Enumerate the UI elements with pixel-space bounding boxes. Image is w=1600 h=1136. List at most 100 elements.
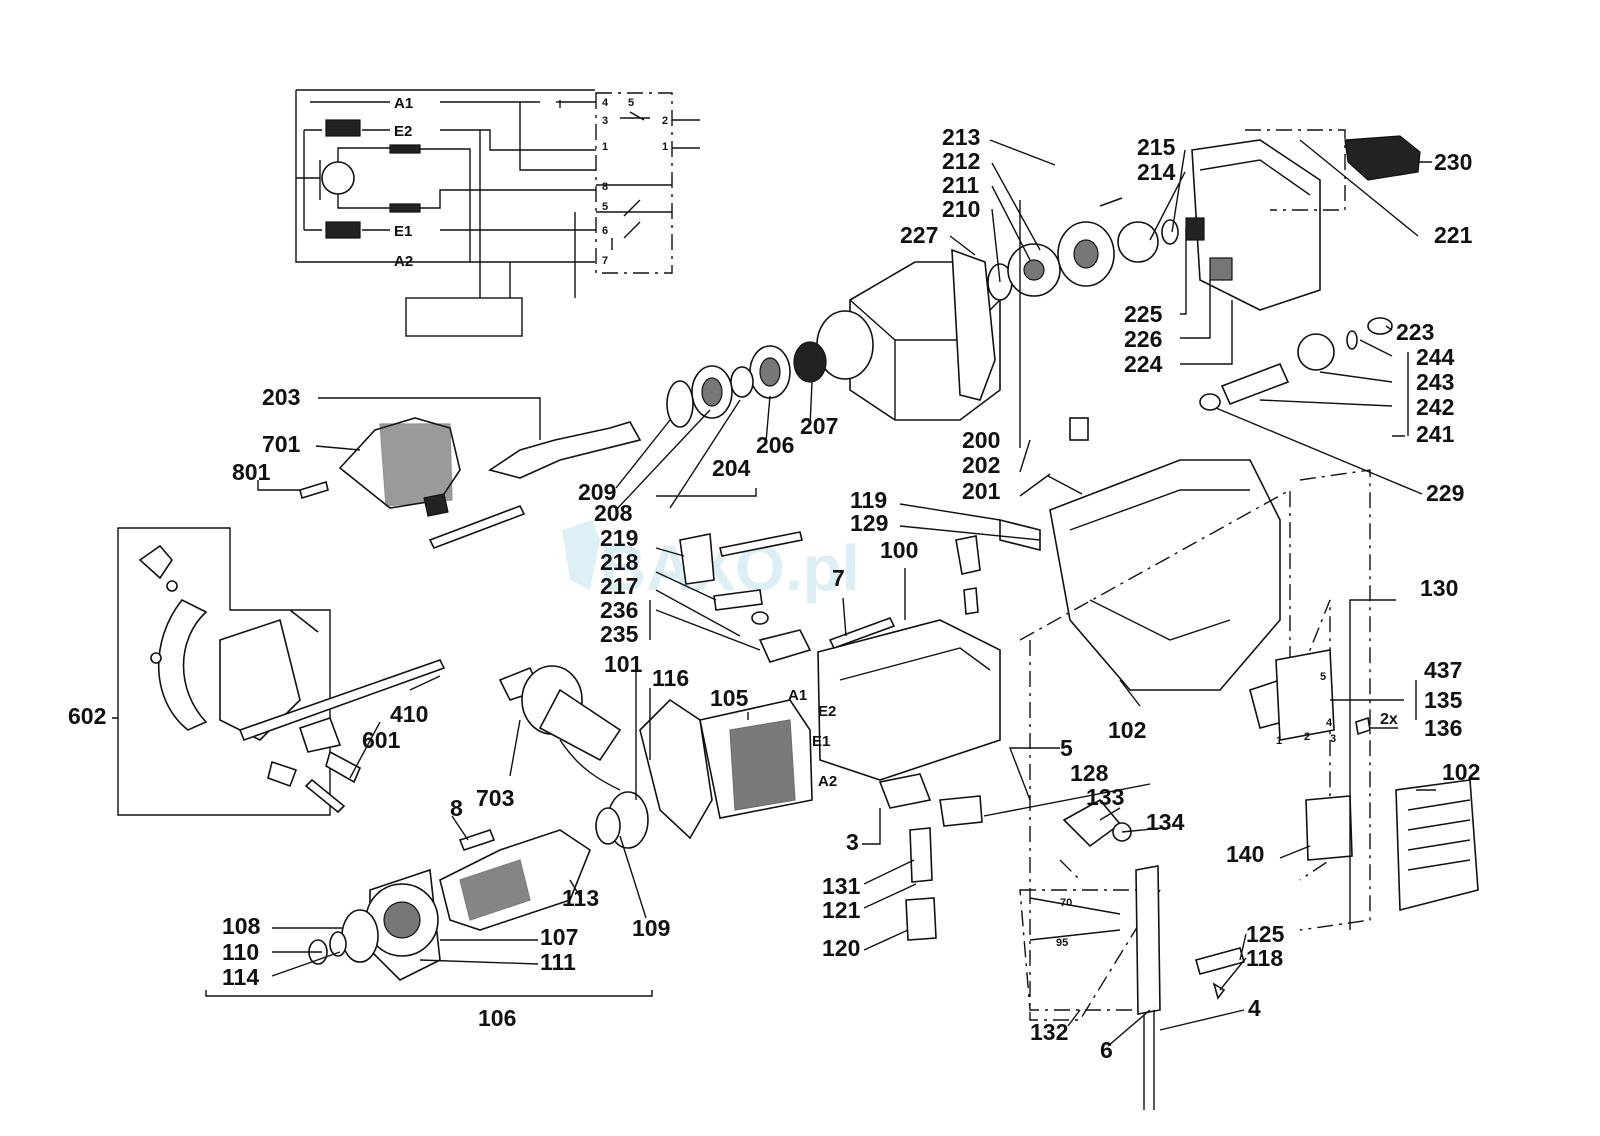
callout-703: 703	[476, 785, 514, 811]
switch-pin: 4	[602, 97, 609, 109]
ring-236	[751, 611, 769, 625]
callout-131: 131	[822, 873, 861, 899]
brush-holder	[955, 535, 981, 575]
callout-102: 102	[1108, 717, 1146, 743]
callout-119: 119	[850, 487, 887, 513]
pin-label: 1	[1276, 735, 1282, 747]
chuck-701	[338, 417, 461, 509]
ring-244	[1346, 330, 1358, 350]
plate-125	[1195, 947, 1245, 975]
insulation-3	[878, 773, 932, 809]
callout-8: 8	[450, 795, 463, 821]
callout-200: 200	[962, 427, 1000, 453]
callout-134: 134	[1146, 809, 1185, 835]
callout-labels: 213 212 211 210 227 215 214 230 221 225 …	[68, 124, 1480, 1063]
callout-130: 130	[1420, 575, 1458, 601]
callout-226: 226	[1124, 326, 1162, 352]
spring-601	[325, 750, 362, 784]
wire-label-a1: A1	[394, 95, 413, 112]
callout-212: 212	[942, 148, 980, 174]
motor-terminal-a2: A2	[818, 773, 837, 790]
switch-pin: 1	[602, 141, 608, 153]
wiring-box	[405, 297, 523, 337]
multiplier-label: 2x	[1380, 711, 1398, 728]
callout-602: 602	[68, 703, 106, 729]
brush-131	[909, 827, 933, 883]
callout-110: 110	[222, 939, 259, 965]
callout-204: 204	[712, 455, 751, 481]
callout-100: 100	[880, 537, 918, 563]
clamp-block	[298, 716, 342, 753]
lever-218	[679, 533, 715, 585]
stator-housing-100	[817, 619, 1001, 781]
rear-housing	[1019, 459, 1479, 931]
depth-rod-410	[238, 659, 446, 742]
callout-214: 214	[1137, 159, 1176, 185]
callout-4: 4	[1248, 995, 1261, 1021]
callout-107: 107	[540, 924, 578, 950]
wiring-schematic: A1 E2 E1 A2 4 5 3 2 1 1 8 5 6 7	[295, 89, 700, 337]
callout-211: 211	[942, 172, 979, 198]
handle-nut	[138, 544, 174, 580]
callout-224: 224	[1124, 351, 1163, 377]
callout-207: 207	[800, 413, 838, 439]
bearing-108	[341, 909, 379, 963]
switch-pin: 5	[602, 201, 608, 213]
callout-221: 221	[1434, 222, 1473, 248]
callout-225: 225	[1124, 301, 1163, 327]
circlip-209	[666, 380, 694, 428]
gasket-227	[951, 248, 996, 401]
watermark-text: BAXO.pl	[600, 532, 860, 604]
callout-133: 133	[1086, 784, 1124, 810]
callout-111: 111	[540, 949, 576, 975]
callout-114: 114	[222, 964, 259, 990]
field-coil-bottom	[325, 221, 361, 239]
pin-label: 2	[1304, 731, 1310, 743]
aux-handle-703	[498, 665, 622, 791]
callout-229: 229	[1426, 480, 1464, 506]
screw-801	[299, 480, 329, 500]
switch-parts	[679, 531, 812, 663]
pinion-242	[1220, 362, 1290, 406]
callout-601: 601	[362, 727, 401, 753]
small-labels: 2x A1 E2 E1 A2 1 2 3 4 5 70 95	[788, 671, 1398, 949]
leader-lines	[112, 139, 1436, 1047]
chuck-key	[428, 504, 526, 550]
callout-201: 201	[962, 478, 1001, 504]
field-coil-top	[325, 119, 361, 137]
washer-114	[329, 931, 347, 957]
callout-132: 132	[1030, 1019, 1068, 1045]
screw-8	[458, 829, 496, 851]
wire-label-a2: A2	[394, 253, 413, 270]
callout-244: 244	[1416, 344, 1455, 370]
washer-223	[1367, 317, 1393, 335]
washer-204	[730, 366, 754, 398]
switch-pin: 1	[662, 141, 668, 153]
switch-437	[1275, 649, 1335, 741]
callout-235: 235	[600, 621, 639, 647]
callout-120: 120	[822, 935, 860, 961]
callout-210: 210	[942, 196, 980, 222]
callout-203: 203	[262, 384, 300, 410]
callout-410: 410	[390, 701, 428, 727]
watermark: BAXO.pl	[562, 520, 860, 604]
pin-213	[1099, 197, 1123, 207]
spring-217	[713, 589, 763, 611]
callout-243: 243	[1416, 369, 1454, 395]
gear-housing-assembly	[488, 129, 1421, 495]
brush-spring	[963, 587, 979, 615]
side-handle-bracket	[117, 527, 331, 816]
callout-5: 5	[1060, 735, 1073, 761]
gear-cover-221	[1191, 139, 1321, 311]
callout-208: 208	[594, 500, 633, 526]
callout-109: 109	[632, 915, 670, 941]
wire-label-e2: E2	[394, 123, 412, 140]
callout-230: 230	[1434, 149, 1472, 175]
gear-214	[1117, 221, 1159, 263]
callout-102: 102	[1442, 759, 1480, 785]
switch-knob-230	[1344, 135, 1421, 181]
callout-241: 241	[1416, 421, 1455, 447]
switch-pin: 3	[602, 115, 608, 127]
